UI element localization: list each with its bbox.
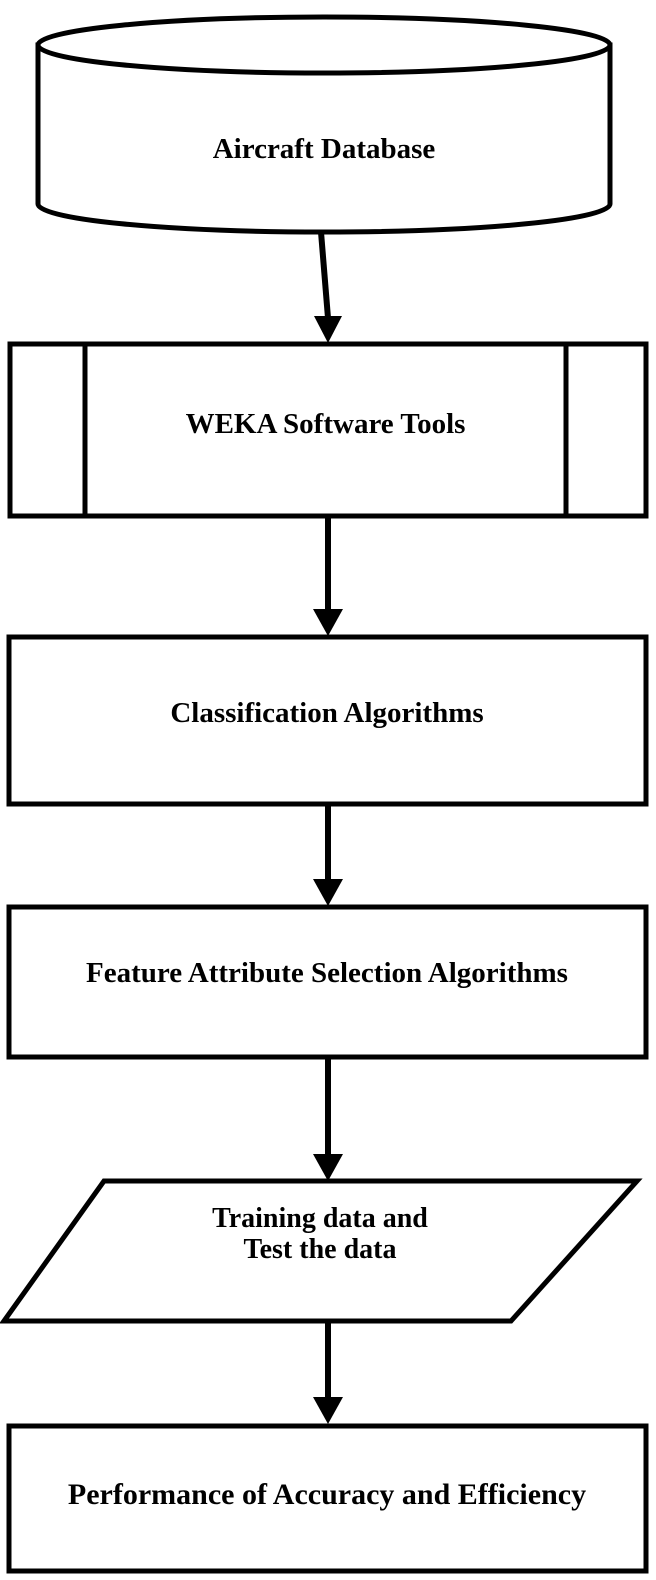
node-aircraft-database[interactable] [35, 14, 613, 235]
node-feature-attribute-selection-algorithms[interactable] [6, 904, 649, 1060]
cylinder-top-ellipse [35, 14, 613, 76]
arrow-db-to-weka [314, 231, 342, 343]
arrow-training-to-performance [313, 1321, 343, 1424]
parallelogram-shape [0, 1178, 643, 1324]
arrow-feature-to-training-head [313, 1154, 343, 1181]
arrow-db-to-weka-line [318, 231, 331, 319]
classification-algorithms-rect [6, 634, 649, 807]
feature-attribute-selection-rect [6, 904, 649, 1060]
arrow-weka-to-classification [313, 518, 343, 636]
performance-rect [6, 1423, 649, 1574]
arrow-db-to-weka-head [314, 316, 342, 343]
cylinder-body [35, 42, 613, 235]
node-performance-of-accuracy-and-efficiency[interactable] [6, 1423, 649, 1574]
arrow-weka-to-classification-head [313, 609, 343, 636]
node-training-and-test-data[interactable] [0, 1178, 643, 1324]
arrow-classification-to-feature-head [313, 879, 343, 906]
node-weka-software-tools[interactable] [7, 341, 649, 519]
arrow-training-to-performance-head [313, 1397, 343, 1424]
node-classification-algorithms[interactable] [6, 634, 649, 807]
predefined-process-outer-rect [7, 341, 649, 519]
arrow-classification-to-feature [313, 804, 343, 906]
arrow-feature-to-training [313, 1057, 343, 1181]
